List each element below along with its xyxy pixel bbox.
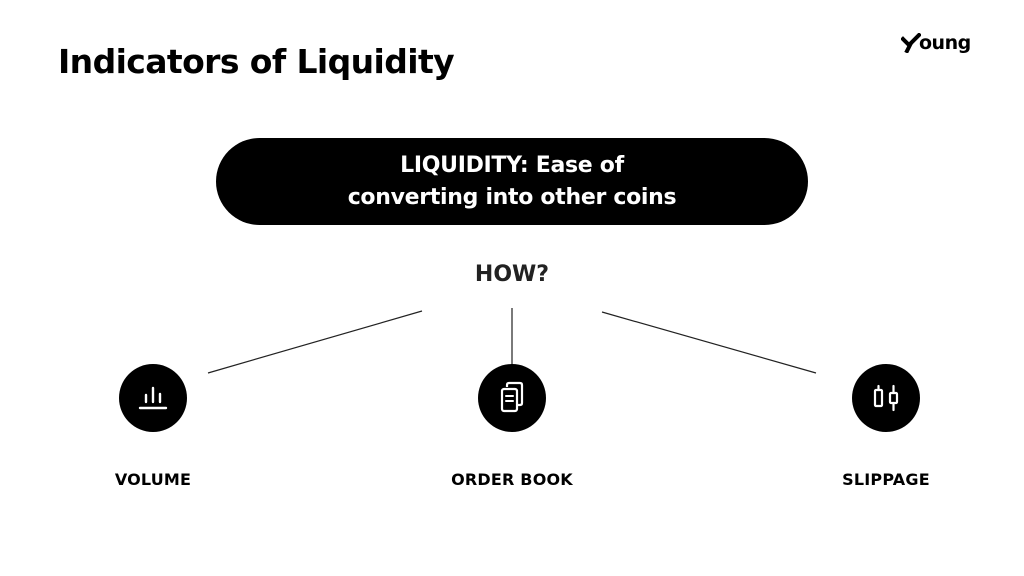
volume-bars-icon — [138, 386, 168, 410]
order-book-label: ORDER BOOK — [451, 470, 573, 489]
how-question: HOW? — [474, 262, 550, 287]
check-icon — [901, 33, 921, 53]
slippage-node — [852, 364, 920, 432]
order-book-pages-icon — [500, 381, 524, 413]
logo-text: oung — [919, 32, 971, 54]
definition-line-1: LIQUIDITY: Ease of — [400, 152, 624, 178]
volume-node — [119, 364, 187, 432]
connector-volume — [207, 310, 423, 374]
liquidity-definition-box: LIQUIDITY: Ease of converting into other… — [216, 138, 808, 225]
volume-label: VOLUME — [114, 470, 192, 489]
brand-logo: oung — [901, 30, 971, 56]
candlestick-icon — [873, 384, 899, 412]
slide-title: Indicators of Liquidity — [58, 42, 455, 81]
slippage-label: SLIPPAGE — [842, 470, 930, 489]
definition-line-2: converting into other coins — [347, 184, 677, 210]
order-book-node — [478, 364, 546, 432]
connector-slippage — [601, 311, 817, 374]
